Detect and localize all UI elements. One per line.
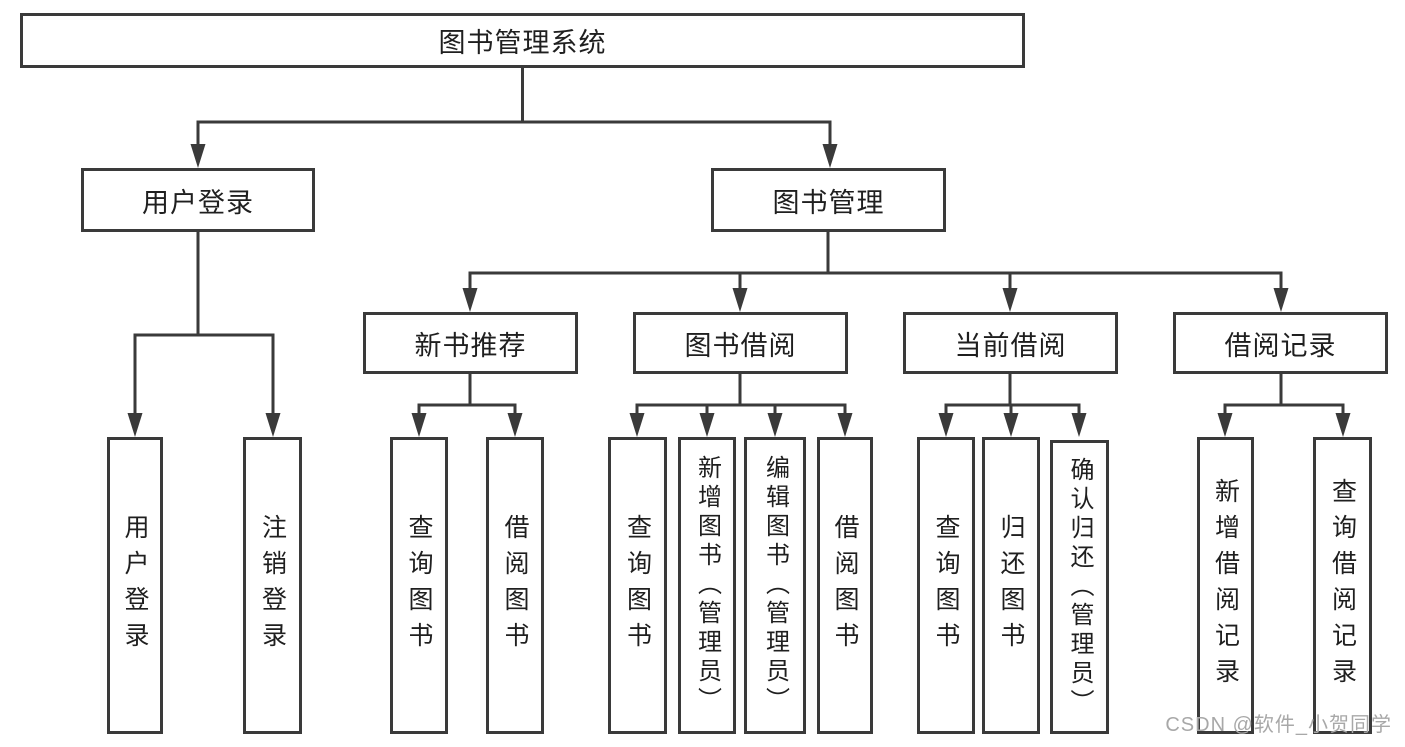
leaf-borrow-books: 借阅图书 [817, 437, 873, 734]
leaf-user-login-label: 用户登录 [121, 513, 149, 658]
leaf-return-books-label: 归还图书 [997, 513, 1025, 658]
watermark: CSDN @软件_小贺同学 [1165, 714, 1392, 736]
leaf-borrow-books-recommend-label: 借阅图书 [501, 513, 529, 658]
leaf-borrow-books-label: 借阅图书 [831, 513, 859, 658]
leaf-query-books-current-label: 查询图书 [932, 513, 960, 658]
node-book-borrow-label: 图书借阅 [684, 330, 797, 361]
node-new-book-recommend: 新书推荐 [363, 312, 578, 374]
connector-book-borrow-children [629, 374, 853, 437]
node-current-borrow-label: 当前借阅 [954, 330, 1067, 361]
connector-book-management-to-level3 [462, 232, 1289, 312]
node-book-management: 图书管理 [711, 168, 946, 232]
node-user-login-label: 用户登录 [142, 187, 254, 218]
leaf-logout: 注销登录 [243, 437, 302, 734]
leaf-query-books-recommend-label: 查询图书 [405, 513, 433, 658]
leaf-logout-label: 注销登录 [258, 513, 287, 658]
leaf-edit-book-admin: 编辑图书（管理员） [744, 437, 806, 734]
leaf-edit-book-admin-label: 编辑图书（管理员） [761, 455, 789, 716]
node-current-borrow: 当前借阅 [903, 312, 1118, 374]
leaf-query-books-borrow: 查询图书 [608, 437, 667, 734]
node-new-book-recommend-label: 新书推荐 [414, 330, 527, 361]
leaf-query-books-current: 查询图书 [917, 437, 975, 734]
leaf-query-books-recommend: 查询图书 [390, 437, 448, 734]
connector-current-borrow-children [938, 374, 1087, 437]
leaf-query-books-borrow-label: 查询图书 [623, 513, 652, 658]
node-root: 图书管理系统 [20, 13, 1025, 68]
leaf-return-books: 归还图书 [982, 437, 1040, 734]
node-borrow-records: 借阅记录 [1173, 312, 1388, 374]
node-book-management-label: 图书管理 [772, 187, 885, 218]
connector-borrow-records-children [1217, 374, 1351, 437]
node-book-borrow: 图书借阅 [633, 312, 848, 374]
leaf-query-borrow-record: 查询借阅记录 [1313, 437, 1372, 734]
leaf-confirm-return-admin-label: 确认归还（管理员） [1066, 456, 1093, 718]
leaf-borrow-books-recommend: 借阅图书 [486, 437, 544, 734]
leaf-add-borrow-record-label: 新增借阅记录 [1211, 477, 1240, 694]
node-user-login: 用户登录 [81, 168, 315, 232]
leaf-add-borrow-record: 新增借阅记录 [1197, 437, 1254, 734]
node-borrow-records-label: 借阅记录 [1224, 330, 1337, 361]
leaf-query-borrow-record-label: 查询借阅记录 [1328, 477, 1357, 694]
connector-user-login-children [127, 232, 281, 437]
leaf-confirm-return-admin: 确认归还（管理员） [1050, 440, 1109, 734]
leaf-user-login: 用户登录 [107, 437, 163, 734]
connector-root-to-level2 [190, 68, 838, 168]
connector-new-book-children [411, 374, 523, 437]
leaf-add-book-admin: 新增图书（管理员） [678, 437, 736, 734]
node-root-label: 图书管理系统 [438, 28, 607, 58]
leaf-add-book-admin-label: 新增图书（管理员） [693, 455, 721, 716]
